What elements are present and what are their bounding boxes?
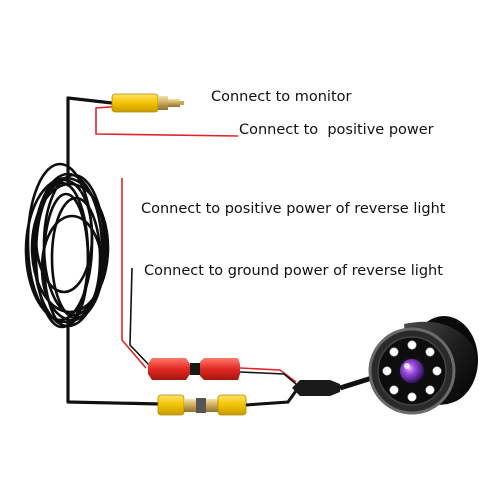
camera <box>368 316 478 415</box>
label-connect-positive-power: Connect to positive power <box>239 122 434 138</box>
rca-connector-monitor <box>111 93 184 113</box>
label-connect-monitor: Connect to monitor <box>211 89 352 105</box>
coiled-cable <box>24 162 110 329</box>
cable-junction <box>292 375 373 396</box>
power-plug-connector <box>148 358 297 385</box>
label-reverse-light-positive: Connect to positive power of reverse lig… <box>141 201 446 217</box>
camera-lens <box>398 357 426 385</box>
rca-connector-camera <box>157 387 300 416</box>
reverse-light-wires <box>121 178 151 369</box>
label-reverse-light-ground: Connect to ground power of reverse light <box>144 263 443 279</box>
video-cable <box>66 96 162 406</box>
camera-leds <box>382 340 442 402</box>
